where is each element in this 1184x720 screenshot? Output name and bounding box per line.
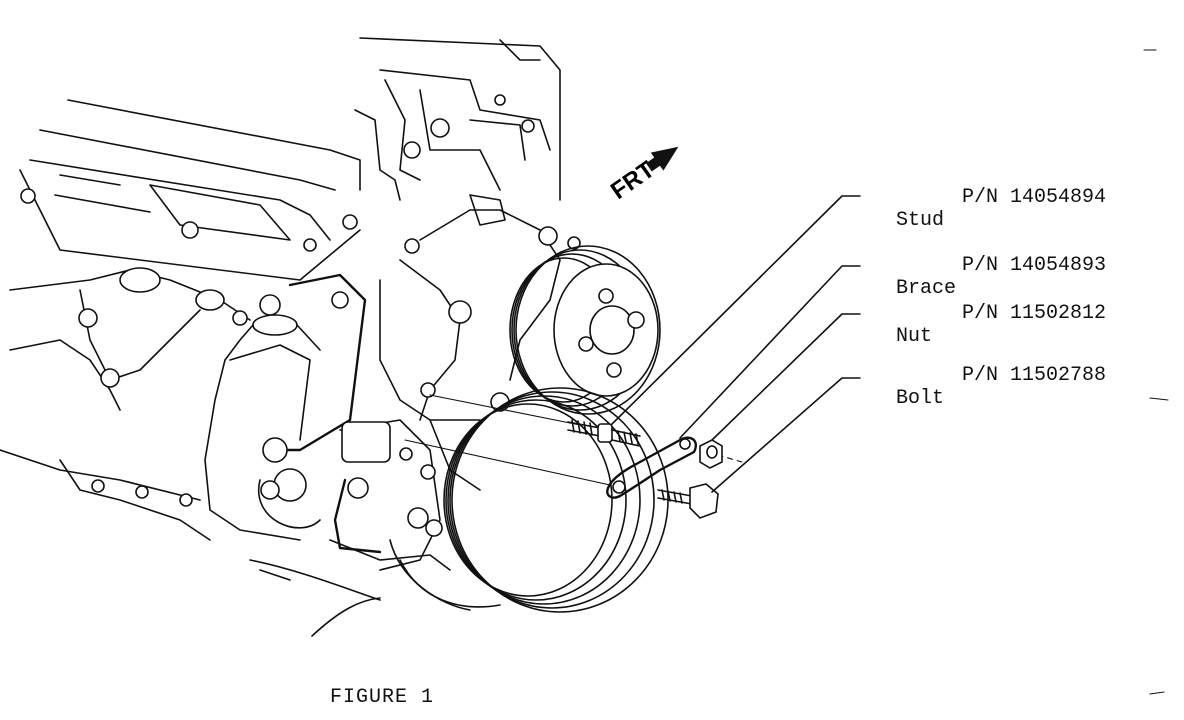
bolt-part bbox=[657, 483, 719, 519]
part-number: P/N 14054893 bbox=[962, 254, 1107, 277]
part-number: P/N 14054894 bbox=[962, 186, 1107, 209]
crank-pulley bbox=[389, 387, 669, 613]
intake-manifold bbox=[0, 267, 281, 541]
valve-cover bbox=[19, 99, 361, 281]
part-row-bolt: Bolt P/N 11502788 bbox=[872, 364, 1106, 433]
part-row-brace: Brace P/N 14054893 bbox=[872, 254, 1106, 323]
oil-pan bbox=[249, 559, 381, 637]
nut-part bbox=[699, 439, 723, 469]
part-name: Nut bbox=[896, 325, 933, 348]
water-pump-housing bbox=[379, 194, 581, 491]
part-number: P/N 11502788 bbox=[962, 364, 1107, 387]
brace-part bbox=[606, 436, 697, 499]
part-row-stud: Stud P/N 14054894 bbox=[872, 186, 1106, 255]
leader-lines bbox=[611, 195, 861, 493]
figure-caption: FIGURE 1 bbox=[330, 686, 435, 709]
engine-block bbox=[354, 37, 561, 201]
part-name: Stud bbox=[896, 209, 945, 232]
compressor bbox=[329, 419, 451, 571]
upper-pulley bbox=[509, 245, 661, 415]
scan-marks bbox=[1143, 49, 1169, 695]
part-name: Brace bbox=[896, 277, 957, 300]
stud-part bbox=[567, 419, 641, 447]
part-number: P/N 11502812 bbox=[962, 302, 1107, 325]
power-steering-pump bbox=[204, 273, 367, 541]
front-direction-marker: FRT bbox=[606, 146, 679, 205]
part-row-nut: Nut P/N 11502812 bbox=[872, 302, 1106, 371]
arrow-icon bbox=[646, 146, 679, 172]
part-name: Bolt bbox=[896, 387, 945, 410]
